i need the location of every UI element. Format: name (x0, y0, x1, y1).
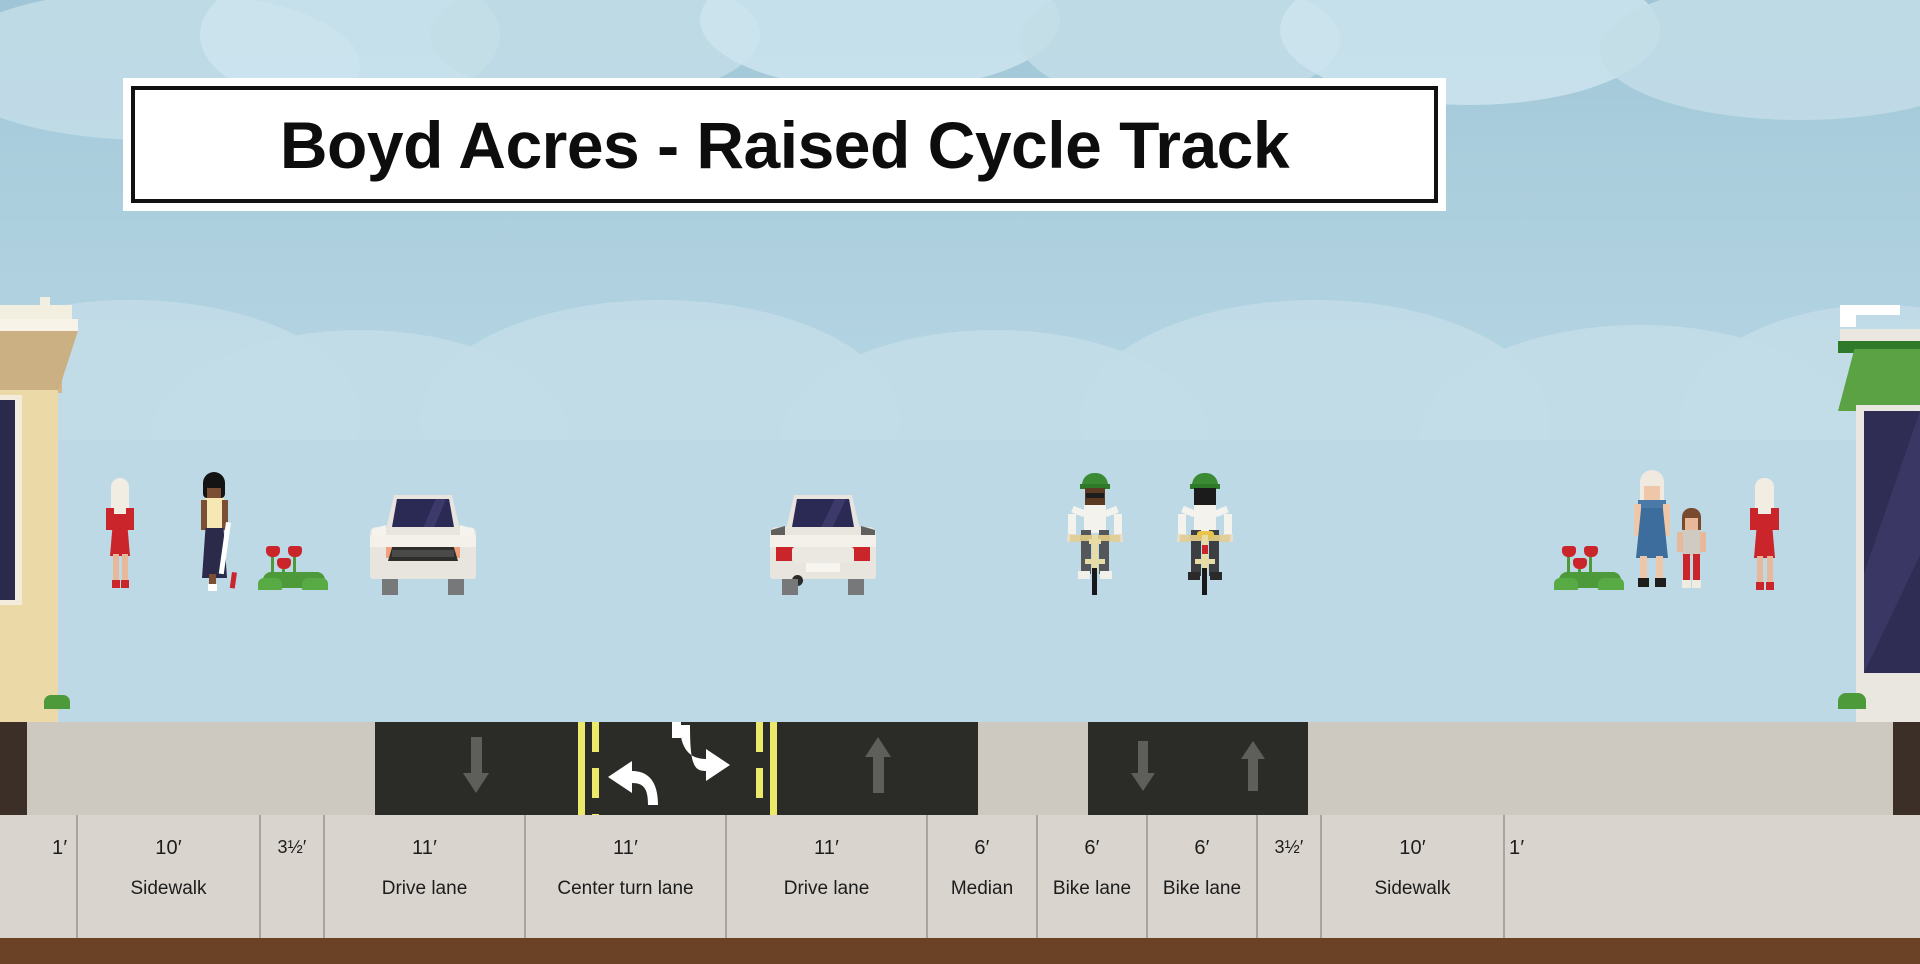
cyclist-northbound (1169, 473, 1239, 595)
label-dimension: 1′ (1509, 837, 1525, 859)
label-cell-8: 6′ Bike lane (1146, 815, 1256, 938)
label-cell-9: 3½′ (1256, 815, 1320, 938)
label-name: Sidewalk (130, 878, 207, 899)
label-dimension: 1′ (52, 837, 68, 859)
label-dimension: 11′ (612, 837, 639, 859)
label-dimension: 6′ (974, 837, 990, 859)
turn-arrow-left-icon (608, 761, 658, 805)
label-dimension: 11′ (813, 837, 840, 859)
arrow-up-icon (1241, 741, 1265, 793)
arrow-up-icon (865, 737, 891, 795)
label-name: Center turn lane (557, 878, 694, 899)
lane-line-yellow-dashed (756, 722, 763, 815)
label-cell-11: 1′ (1503, 815, 1531, 938)
pedestrian-blue-dress-adult (1629, 470, 1677, 590)
label-name: Drive lane (381, 878, 468, 899)
label-name: Median (950, 878, 1014, 899)
turn-arrow-right-icon (680, 725, 730, 781)
flower-bed-left (258, 540, 328, 590)
label-name: Bike lane (1052, 878, 1132, 899)
page-title: Boyd Acres - Raised Cycle Track (279, 107, 1290, 182)
segment-edge-left (0, 722, 27, 815)
label-cell-3: 11′ Drive lane (323, 815, 524, 938)
label-cell-0: 1′ (48, 815, 76, 938)
segment-edge-right (1893, 722, 1920, 815)
label-dimension: 11′ (411, 837, 438, 859)
arrow-down-icon (1131, 741, 1155, 793)
lane-line-yellow-solid (770, 722, 777, 815)
arrow-down-icon (463, 737, 489, 795)
label-dimension: 6′ (1084, 837, 1100, 859)
pedestrian-red-dress-2 (1744, 478, 1786, 590)
label-name: Sidewalk (1374, 878, 1451, 899)
building-left (0, 297, 78, 785)
rear-reflector-icon (1202, 545, 1208, 554)
segment-median (978, 722, 1088, 815)
label-name: Bike lane (1162, 878, 1242, 899)
label-cell-1: 10′ Sidewalk (76, 815, 259, 938)
label-dimension: 10′ (1399, 837, 1426, 859)
helmet-icon (1192, 473, 1218, 487)
lane-line-yellow-solid (578, 722, 585, 815)
title-banner-frame: Boyd Acres - Raised Cycle Track (131, 86, 1438, 203)
car-front-view (370, 495, 476, 595)
label-cell-4: 11′ Center turn lane (524, 815, 725, 938)
label-dimension: 10′ (155, 837, 182, 859)
label-cell-10: 10′ Sidewalk (1320, 815, 1503, 938)
pedestrian-child (1676, 508, 1708, 590)
label-dimension: 3½′ (1274, 837, 1304, 857)
shrub-left (44, 695, 70, 709)
label-cell-7: 6′ Bike lane (1036, 815, 1146, 938)
segment-sidewalk-left (27, 722, 375, 815)
building-right (1838, 305, 1920, 785)
label-name: Drive lane (783, 878, 870, 899)
pedestrian-red-dress (100, 478, 140, 588)
segment-sidewalk-right (1308, 722, 1893, 815)
soil-base (0, 938, 1920, 964)
roadway-cross-section-band (0, 722, 1920, 815)
lane-line-white-skip (672, 722, 681, 738)
label-cell-5: 11′ Drive lane (725, 815, 926, 938)
pedestrian-with-cane (193, 472, 241, 591)
dimension-label-strip (0, 815, 1920, 938)
cyclist-southbound (1059, 473, 1129, 595)
label-dimension: 3½′ (277, 837, 307, 857)
label-dimension: 6′ (1194, 837, 1210, 859)
helmet-icon (1082, 473, 1108, 487)
title-banner: Boyd Acres - Raised Cycle Track (123, 78, 1446, 211)
label-cell-6: 6′ Median (926, 815, 1036, 938)
lane-line-yellow-dashed (592, 722, 599, 815)
car-rear-view (770, 495, 876, 595)
flower-bed-right (1554, 540, 1624, 590)
label-cell-2: 3½′ (259, 815, 323, 938)
shrub-right (1838, 693, 1866, 709)
